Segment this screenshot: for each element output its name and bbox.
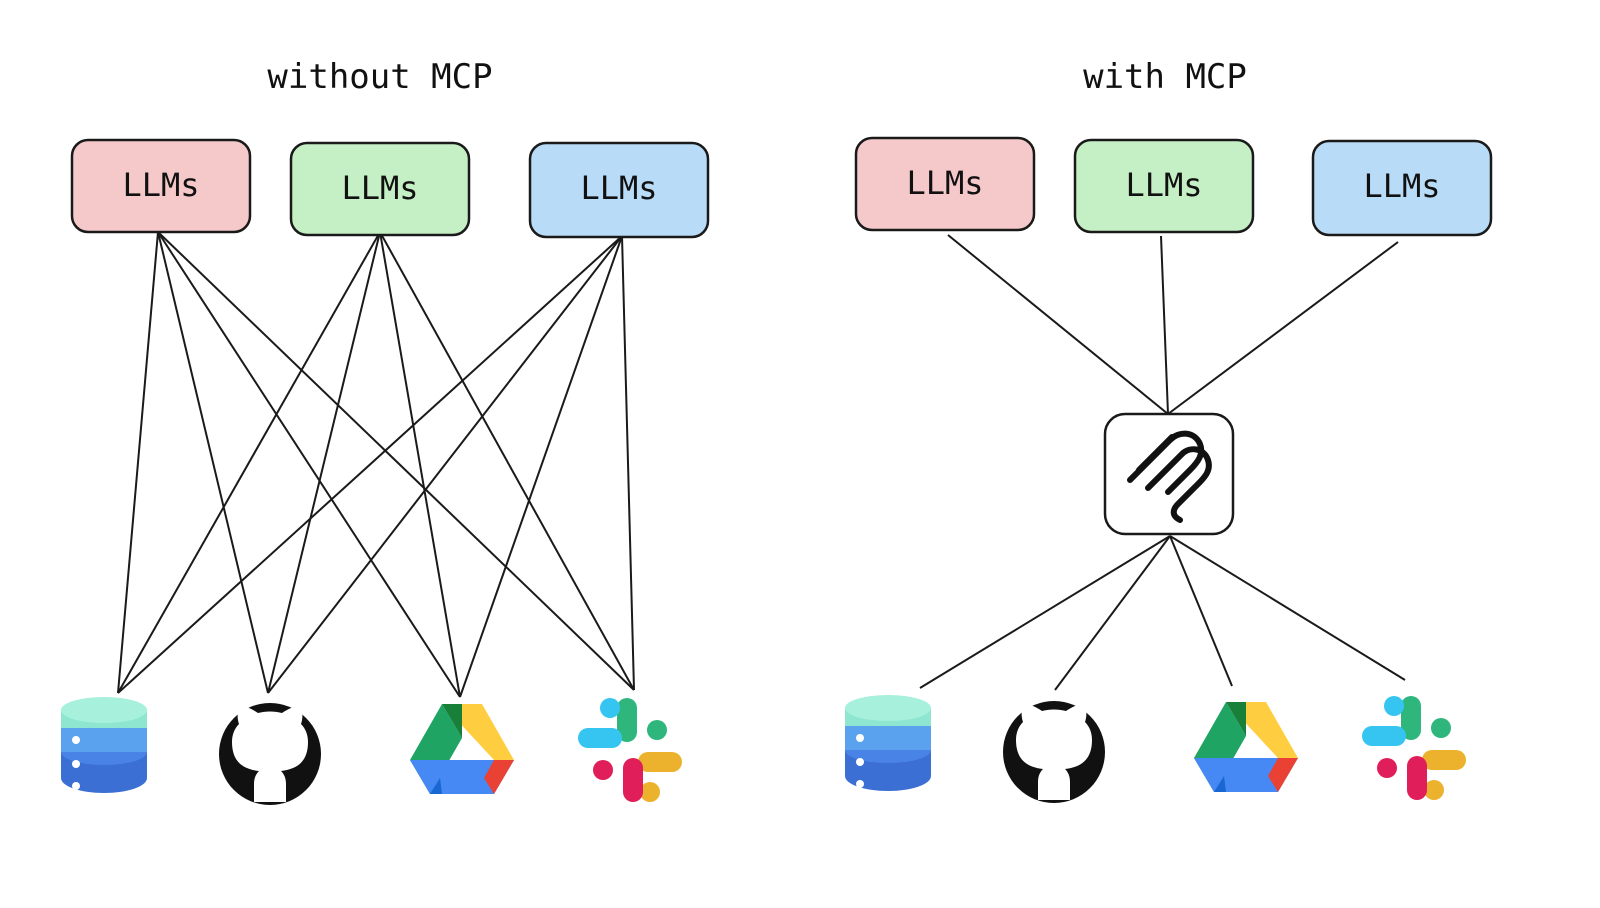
connection-line (379, 231, 461, 698)
llm-label: LLMs (1363, 167, 1440, 205)
connection-line (267, 231, 381, 694)
connection-line (1169, 535, 1233, 687)
panel-without-mcp: without MCP LLMs LLMs LLMs (61, 57, 710, 805)
connection-line (1054, 535, 1171, 691)
llm-box-green: LLMs (289, 141, 471, 237)
connection-line (157, 231, 269, 694)
mcp-hub (1103, 412, 1235, 536)
database-icon (845, 695, 931, 791)
hub-connections (919, 234, 1406, 691)
llm-box-green: LLMs (1073, 138, 1255, 234)
mcp-logo-icon (1127, 430, 1212, 523)
connection-line (157, 231, 635, 691)
llm-label: LLMs (906, 164, 983, 202)
github-icon (1003, 701, 1105, 803)
slack-icon (1362, 696, 1466, 800)
connection-line (157, 231, 461, 698)
connection-line (1160, 235, 1169, 415)
llm-box-red: LLMs (854, 136, 1036, 232)
slack-icon (578, 698, 682, 802)
connection-line (459, 235, 623, 698)
connection-line (117, 231, 159, 694)
llm-label: LLMs (580, 169, 657, 207)
connection-line (267, 235, 623, 694)
mesh-connections (117, 231, 635, 698)
connection-line (947, 234, 1169, 415)
connection-line (117, 235, 623, 694)
panel-title-with-mcp: with MCP (1083, 57, 1247, 97)
connection-line (919, 535, 1171, 689)
llm-box-red: LLMs (70, 138, 252, 234)
llm-box-blue: LLMs (1311, 139, 1493, 237)
google-drive-icon (1194, 702, 1298, 792)
llm-box-blue: LLMs (528, 141, 710, 239)
connection-line (1169, 535, 1406, 681)
llm-label: LLMs (122, 166, 199, 204)
connection-line (621, 235, 635, 691)
database-icon (61, 697, 147, 793)
llm-label: LLMs (341, 169, 418, 207)
llm-label: LLMs (1125, 166, 1202, 204)
github-icon (219, 703, 321, 805)
connection-line (1167, 241, 1399, 415)
connection-line (117, 231, 381, 694)
panel-with-mcp: with MCP LLMs LLMs LLMs (845, 57, 1493, 803)
google-drive-icon (410, 704, 514, 794)
panel-title-without-mcp: without MCP (267, 57, 492, 97)
connection-line (379, 231, 635, 691)
